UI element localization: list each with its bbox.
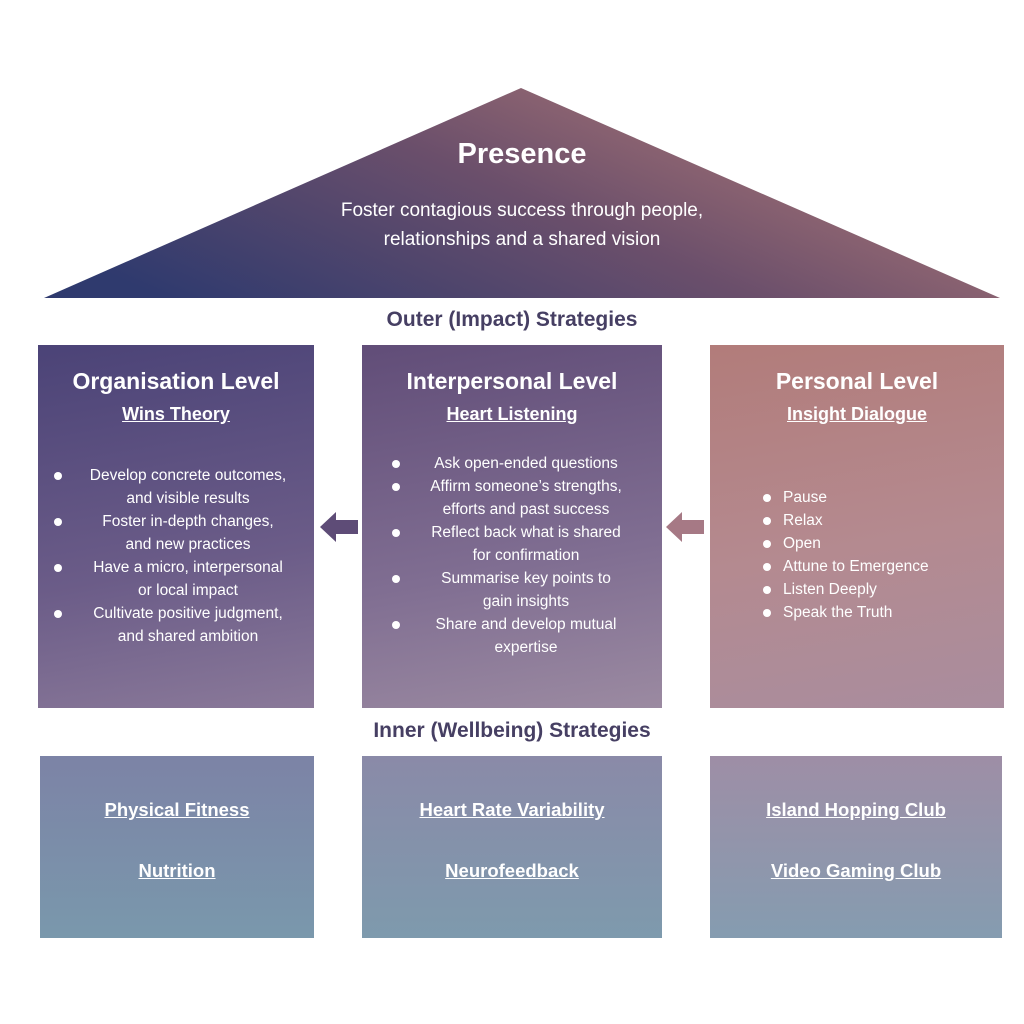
bullet-dot-icon (54, 472, 62, 480)
organisation-level-box: Organisation Level Wins Theory Develop c… (38, 345, 314, 708)
physical-fitness-link[interactable]: Physical Fitness (104, 799, 250, 820)
heart-listening-link[interactable]: Heart Listening (446, 404, 578, 424)
bullet-dot-icon (54, 610, 62, 618)
bullet-dot-icon (392, 529, 400, 537)
presence-roof (44, 88, 1000, 298)
left-arrow-icon (320, 512, 358, 542)
list-item: Listen Deeply (763, 578, 993, 601)
inner-strategies-heading: Inner (Wellbeing) Strategies (373, 719, 651, 742)
list-item: Affirm someone’s strengths,efforts and p… (392, 475, 638, 521)
list-item: Attune to Emergence (763, 555, 993, 578)
presence-title: Presence (457, 138, 587, 170)
bullet-dot-icon (763, 540, 771, 548)
list-item: Ask open-ended questions (392, 452, 638, 475)
neurofeedback-link[interactable]: Neurofeedback (445, 860, 579, 881)
heart-rate-variability-link[interactable]: Heart Rate Variability (419, 799, 605, 820)
personal-bullets: Pause Relax Open Attune to Emergence Lis… (763, 486, 993, 624)
list-item: Relax (763, 509, 993, 532)
bullet-dot-icon (763, 586, 771, 594)
list-item: Pause (763, 486, 993, 509)
column-title: Personal Level (775, 368, 939, 394)
wellbeing-box-interpersonal: Heart Rate Variability Neurofeedback (362, 756, 662, 938)
bullet-dot-icon (763, 494, 771, 502)
bullet-dot-icon (392, 575, 400, 583)
outer-strategies-heading: Outer (Impact) Strategies (386, 308, 638, 331)
organisation-bullets: Develop concrete outcomes,and visible re… (54, 464, 300, 648)
insight-dialogue-link[interactable]: Insight Dialogue (786, 404, 927, 424)
bullet-dot-icon (392, 460, 400, 468)
bullet-dot-icon (54, 518, 62, 526)
list-item: Speak the Truth (763, 601, 993, 624)
nutrition-link[interactable]: Nutrition (138, 860, 216, 881)
interpersonal-bullets: Ask open-ended questions Affirm someone’… (392, 452, 638, 659)
left-arrow-icon (666, 512, 704, 542)
column-title: Organisation Level (72, 368, 280, 394)
wellbeing-box-personal: Island Hopping Club Video Gaming Club (710, 756, 1002, 938)
bullet-dot-icon (763, 563, 771, 571)
bullet-dot-icon (392, 621, 400, 629)
list-item: Develop concrete outcomes,and visible re… (54, 464, 300, 510)
bullet-dot-icon (763, 517, 771, 525)
interpersonal-level-box: Interpersonal Level Heart Listening Ask … (362, 345, 662, 708)
bullet-dot-icon (54, 564, 62, 572)
list-item: Open (763, 532, 993, 555)
list-item: Cultivate positive judgment,and shared a… (54, 602, 300, 648)
bullet-dot-icon (763, 609, 771, 617)
island-hopping-club-link[interactable]: Island Hopping Club (766, 799, 946, 820)
presence-subtitle: Foster contagious success through people… (340, 200, 704, 250)
personal-level-box: Personal Level Insight Dialogue Pause Re… (710, 345, 1004, 708)
column-title: Interpersonal Level (406, 368, 618, 394)
video-gaming-club-link[interactable]: Video Gaming Club (770, 860, 942, 881)
wins-theory-link[interactable]: Wins Theory (122, 404, 230, 424)
bullet-dot-icon (392, 483, 400, 491)
wellbeing-box-organisation: Physical Fitness Nutrition (40, 756, 314, 938)
list-item: Foster in-depth changes,and new practice… (54, 510, 300, 556)
